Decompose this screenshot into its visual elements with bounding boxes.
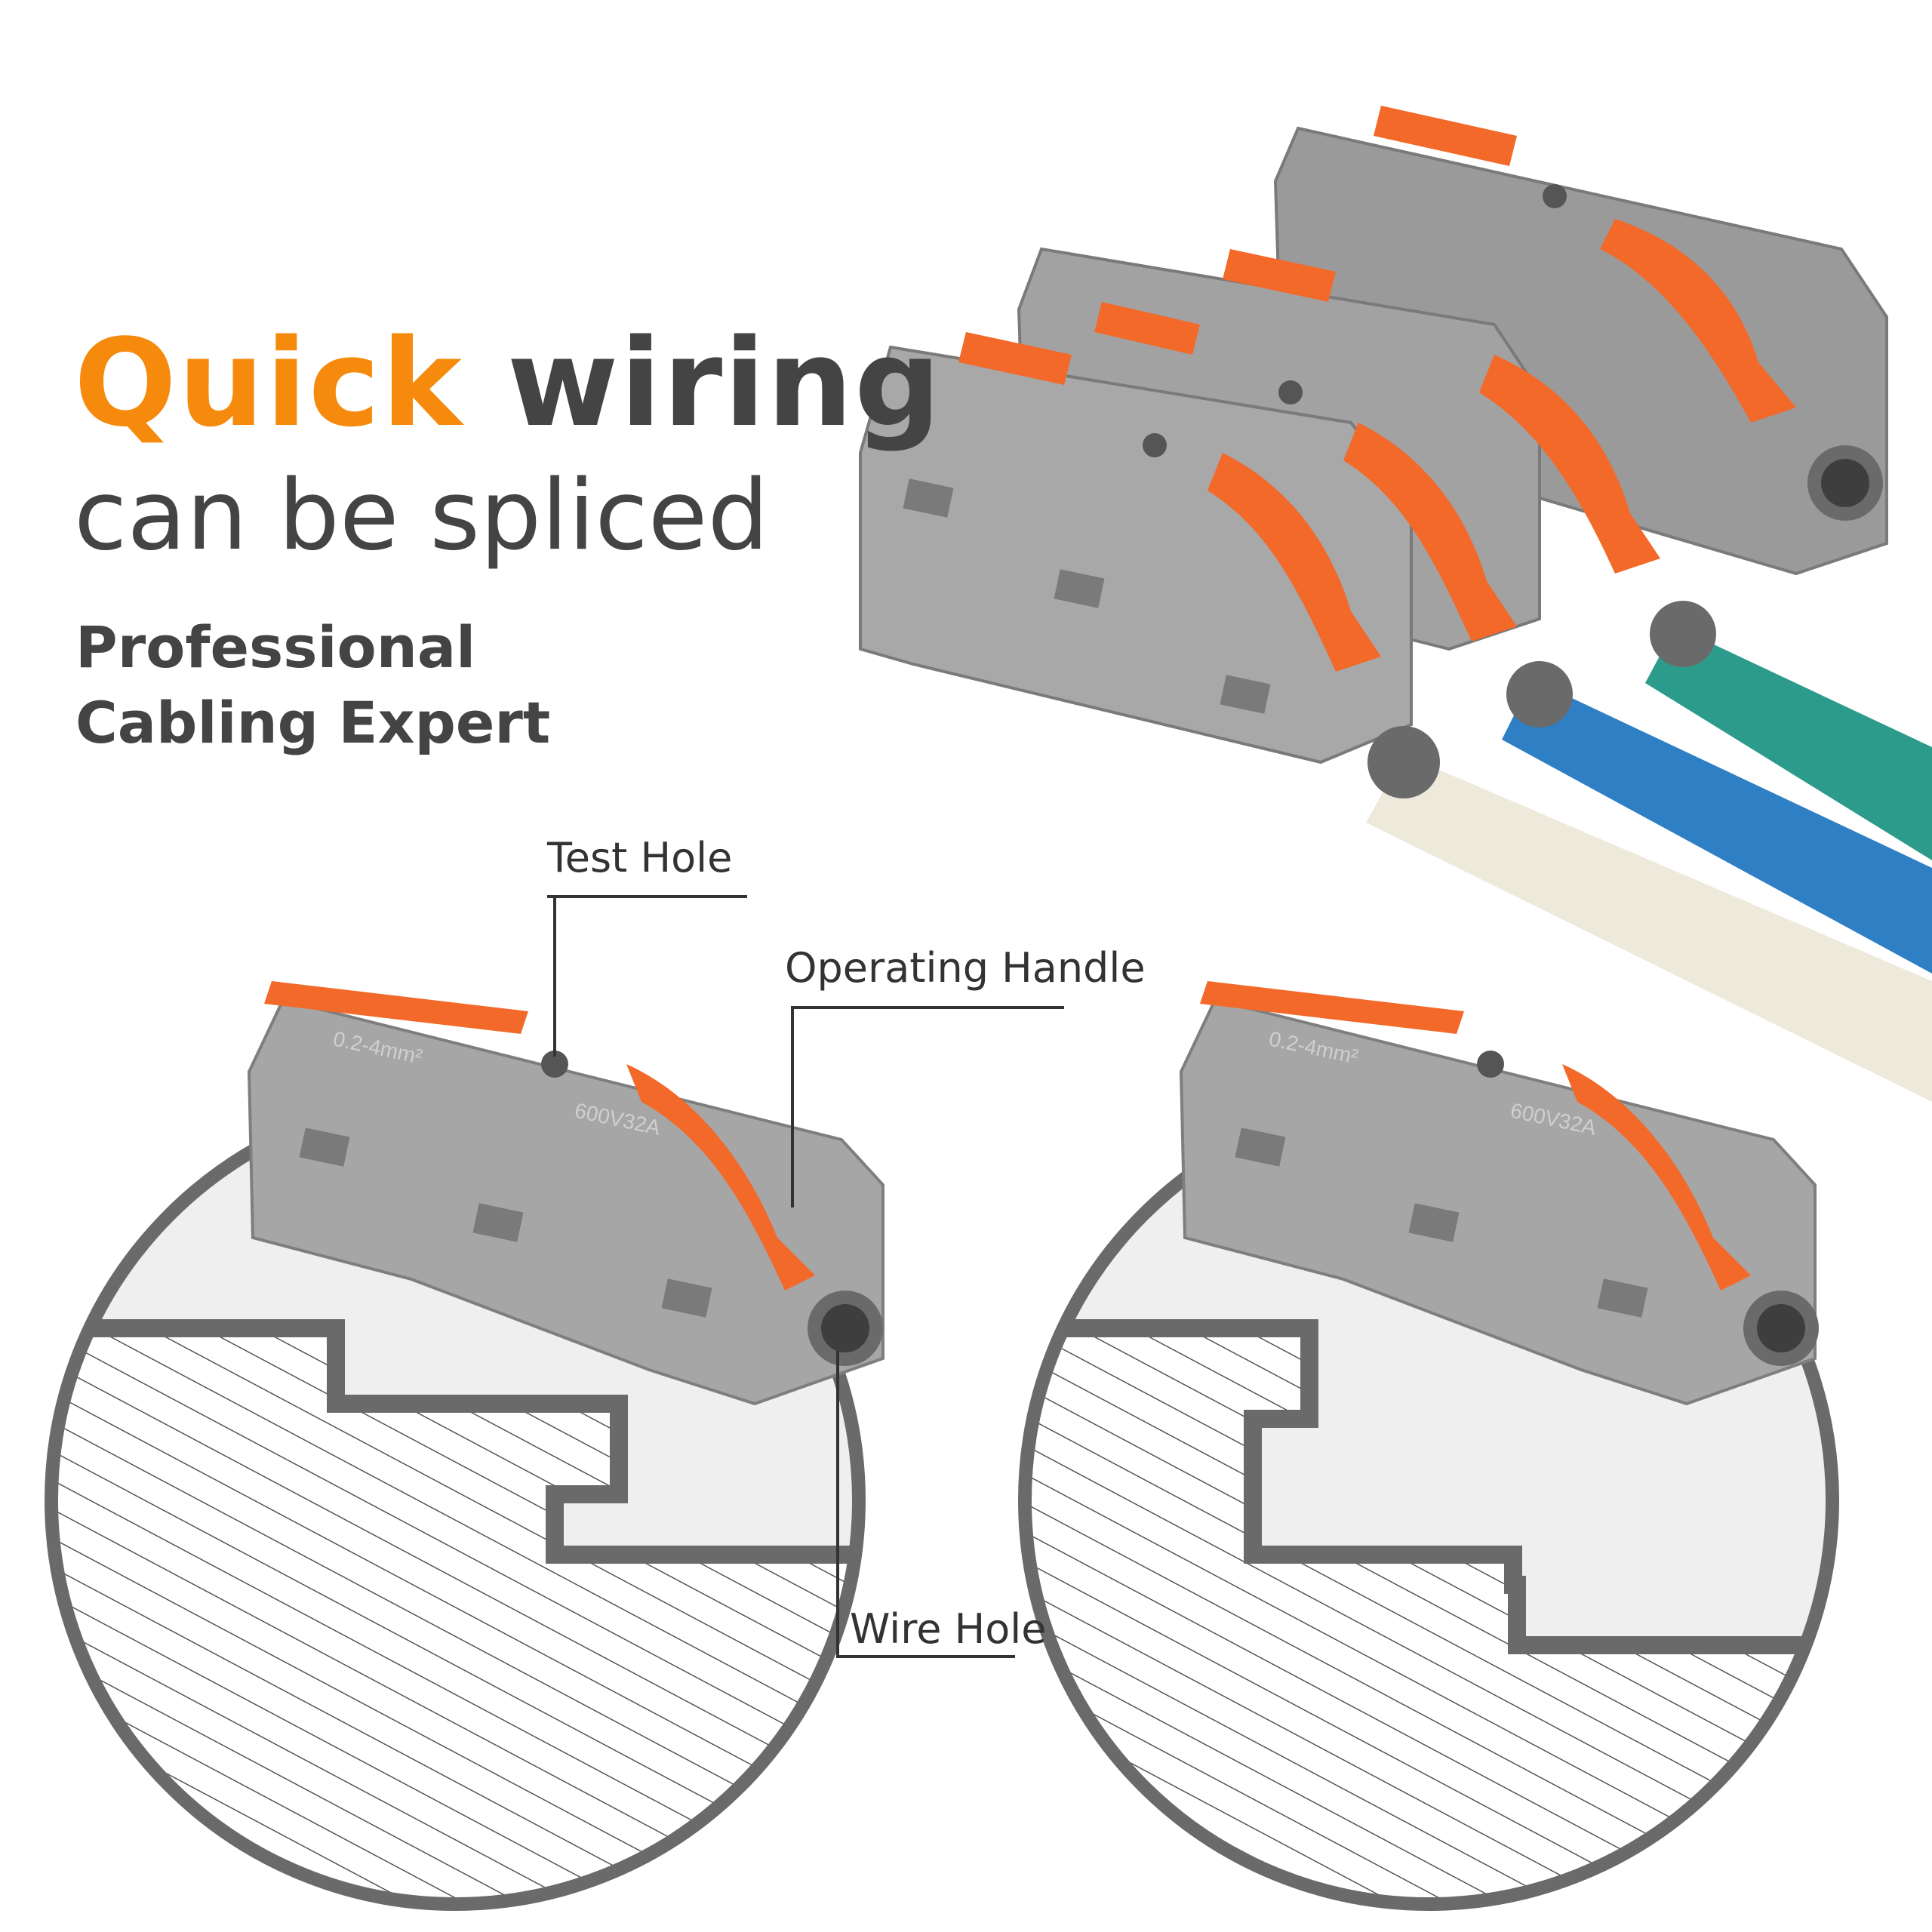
tagline-line2: Cabling Expert (75, 689, 551, 756)
blue-wire (1502, 679, 1932, 974)
white-wire (1366, 755, 1932, 1102)
headline-rest: wiring (506, 312, 943, 454)
test-hole-label: Test Hole (547, 834, 733, 881)
callout-lines (547, 895, 1064, 1658)
test-hole-leader (547, 895, 556, 1057)
wire-hole-leader (836, 1351, 1015, 1658)
spliced-connector-assembly (859, 106, 1932, 1102)
teal-wire (1645, 626, 1932, 860)
single-connector-right: 0.2-4mm² 600V32A (1018, 981, 1839, 1911)
headline-accent: Quick (74, 312, 464, 454)
wire-hole-label: Wire Hole (850, 1605, 1047, 1653)
tagline-line1: Professional (75, 614, 476, 681)
handle-leader (791, 1006, 1064, 1208)
subheadline: can be spliced (74, 460, 769, 572)
headline: Quick wiring (74, 323, 943, 444)
operating-handle-label: Operating Handle (785, 944, 1146, 992)
single-connector-left: 0.2-4mm² 600V32A (45, 981, 884, 1911)
